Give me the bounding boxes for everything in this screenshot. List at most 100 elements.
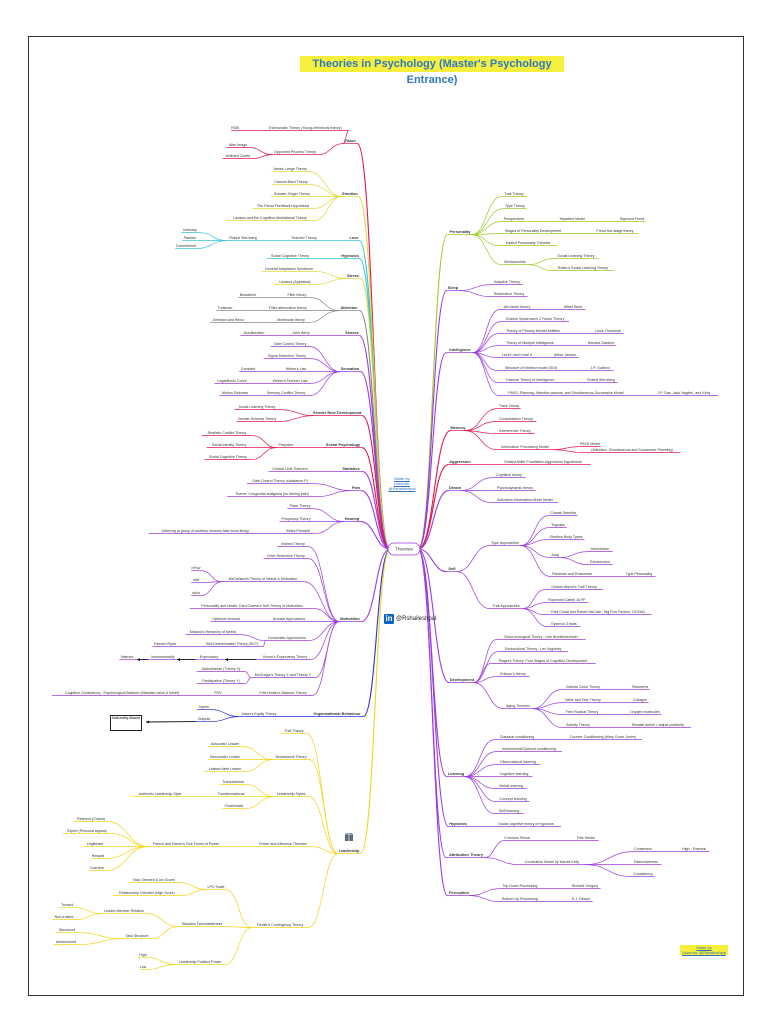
link-sensory-conflict-theory <box>309 371 341 396</box>
node-attention-simultaneous-and-successive-pl: (Attention, Simultaneous and Successive … <box>591 448 673 452</box>
node-filter-attenuation-theory: Filter-attenuation theory <box>269 306 307 310</box>
node-skill-learning: Skill learning <box>499 809 519 813</box>
branch-link-sleep <box>417 290 448 550</box>
node-low: Low <box>140 965 147 969</box>
page-title: Theories in Psychology (Master's Psychol… <box>300 56 564 86</box>
link-aging-theories <box>473 682 504 709</box>
link-instrumental-operant-conditioning <box>464 751 496 777</box>
link-activation-information-mode-model <box>460 490 492 503</box>
link-behaviourists <box>471 234 502 265</box>
node-trichromatic-theory-young-helmholtz-theo: Trichromatic Theory (Young-Helmholtz the… <box>268 126 341 130</box>
link-gordon-allport-s-trait-theory <box>522 589 545 609</box>
link-erikson-s-theory <box>473 676 497 683</box>
link-paul-costa-and-robert-mccrae-big-five-fa <box>522 608 545 615</box>
node-introversion: Introversion <box>591 547 610 551</box>
credit-bottom[interactable]: Made by Linkedin: @Rshaileshpal <box>680 945 728 955</box>
linkedin-handle: @Rshaileshpal <box>396 616 437 622</box>
linkedin-badge[interactable]: in @Rshaileshpal <box>384 614 436 624</box>
arrow-expectancy-instrumentality-head <box>177 658 180 662</box>
link-reward <box>104 846 149 859</box>
link-filter-theory <box>310 297 340 311</box>
branch-link-attention <box>358 310 391 550</box>
node-freud-five-stage-theory: Freud five-stage theory <box>597 229 634 233</box>
link-lazarus-appraisal <box>314 278 347 285</box>
link-theory-of-primary-mental-abilities <box>472 333 499 353</box>
link-social-cognitive-theory <box>251 447 277 460</box>
node-naff: nAff <box>193 578 199 582</box>
node-motivation: Motivation <box>340 616 360 621</box>
node-lazarus-and-the-cognitive-mediational-th: Lazarus and the Cognitive-Mediational Th… <box>233 216 307 220</box>
node-social-learning-theory: Social Learning Theory <box>558 254 595 258</box>
node-top-down-processing: Top Down Processing <box>503 884 538 888</box>
node-pass-model: PASS Model <box>580 442 600 446</box>
link-jung <box>520 545 551 558</box>
link-rotter-s-social-learning-theory <box>528 264 552 271</box>
node-fiedler-s-contingency-theory: Fiedler's Contingency Theory <box>257 923 304 927</box>
node-motion-sickness: Motion Sickness <box>222 391 248 395</box>
link-theme-congenital-analgesia-no-feeling-pa <box>316 490 352 497</box>
node-collagen: Collagen <box>633 698 647 702</box>
node-consensus: Consensus <box>634 847 652 851</box>
node-weber-s-law: Weber's Law <box>286 367 307 371</box>
node-love: Love <box>349 235 359 240</box>
poster-frame <box>28 36 744 996</box>
node-coercive: Coercive <box>90 866 104 870</box>
node-development: Development <box>450 677 475 682</box>
book-icon <box>345 833 353 841</box>
branch-link-motivation <box>361 548 391 623</box>
node-psychodynamic-theory: Psychodynamic theory <box>497 486 533 490</box>
node-social-learning-theory: Social Learning Theory <box>239 405 276 409</box>
link-expert-personal-appeal <box>111 833 149 847</box>
link-charismatic <box>245 796 274 809</box>
node-leadership-styles: Leadership Styles <box>277 792 306 796</box>
node-outputs: Outputs <box>198 717 211 721</box>
node-vision: Vision <box>344 138 356 143</box>
node-hearing: Hearing <box>345 516 360 521</box>
node-weber-s-fechner-law: Weber's Fechner Law <box>273 379 308 383</box>
node-cannon-bard-theory: Cannon-Bard Theory <box>274 180 308 184</box>
node-adaptive-theory: Adaptive Theory <box>494 280 520 284</box>
link-task-structure <box>151 926 178 939</box>
node-inputs: Inputs <box>199 705 209 709</box>
node-paul-costa-and-robert-mccrae-big-five-fa: Paul Costa and Robert McCrae : Big Five … <box>551 610 645 614</box>
node-sheldon-body-types: Sheldon Body Types <box>550 535 583 539</box>
node-mcgregor-s-theory-x-and-theory-y: McGregor's Theory X and Theory Y <box>255 673 312 677</box>
node-social-psychology: Social Psychology <box>326 442 361 447</box>
link-inputs <box>210 709 239 717</box>
node-attention: Attention <box>340 305 358 310</box>
link-introversion <box>559 551 588 558</box>
arrow-vroom-expectancy-head <box>225 658 228 662</box>
node-non-trusted: Non-trusted <box>55 915 74 919</box>
node-dream: Dream <box>449 485 462 490</box>
node-attribution-theory: Attribution Theory <box>449 852 484 857</box>
node-consistency: Consistency <box>633 872 653 876</box>
branch-link-social-psychology <box>361 447 391 550</box>
node-common-sense: Common Sense <box>504 836 530 840</box>
node-social-identity-theory: Social Identity Theory <box>212 443 247 447</box>
node-free-radical-theory: Free Radical Theory <box>566 710 599 714</box>
node-constant: Constant <box>241 367 255 371</box>
node-acculturation: Acculturation <box>244 331 265 335</box>
link-leadership-position-power <box>225 927 252 965</box>
node-authentic-leadership-style: Authentic Leadership Style <box>139 792 182 796</box>
link-nach <box>200 581 223 596</box>
node-vroom-s-expectancy-theory: Vroom's Expectancy Theory <box>263 655 308 659</box>
credit-bottom-line-2: Linkedin: @Rshaileshpal <box>681 950 727 955</box>
center-node[interactable] <box>387 542 421 556</box>
node-theory-of-multiple-intelligence: Theory of Multiple Intelligence <box>506 341 554 345</box>
link-outputs <box>211 716 239 722</box>
noticeably-absent-box: Noticeably Absent <box>110 715 142 731</box>
node-e-j-gibson: E.J. Gibson <box>572 897 591 901</box>
node-aging-theories: Aging Theories <box>506 704 530 708</box>
node-instrumentality: Instrumentality <box>151 655 175 659</box>
link-triarchic-theory-of-intelligence <box>472 352 498 383</box>
link-authoritarian-theory-x <box>245 671 251 678</box>
link-referent-charm <box>107 821 149 847</box>
node-theme-congenital-analgesia-no-feeling-pa: Theme: Congenital analgesia (no feeling … <box>235 492 309 496</box>
credit-top[interactable]: Made by Linkedin: @Rshaileshpal <box>382 476 422 491</box>
node-counter-conditioning-mary-cover-jones: Counter Conditioning (Mary Cover Jones) <box>570 735 636 739</box>
link-trace-decay <box>464 408 498 431</box>
node-task-structure: Task Structure <box>126 934 149 938</box>
node-referent-charm: Referent (Charm) <box>77 817 105 821</box>
node-self-determination-theory-sdt: Self-Determination Theory (SDT) <box>206 642 258 646</box>
